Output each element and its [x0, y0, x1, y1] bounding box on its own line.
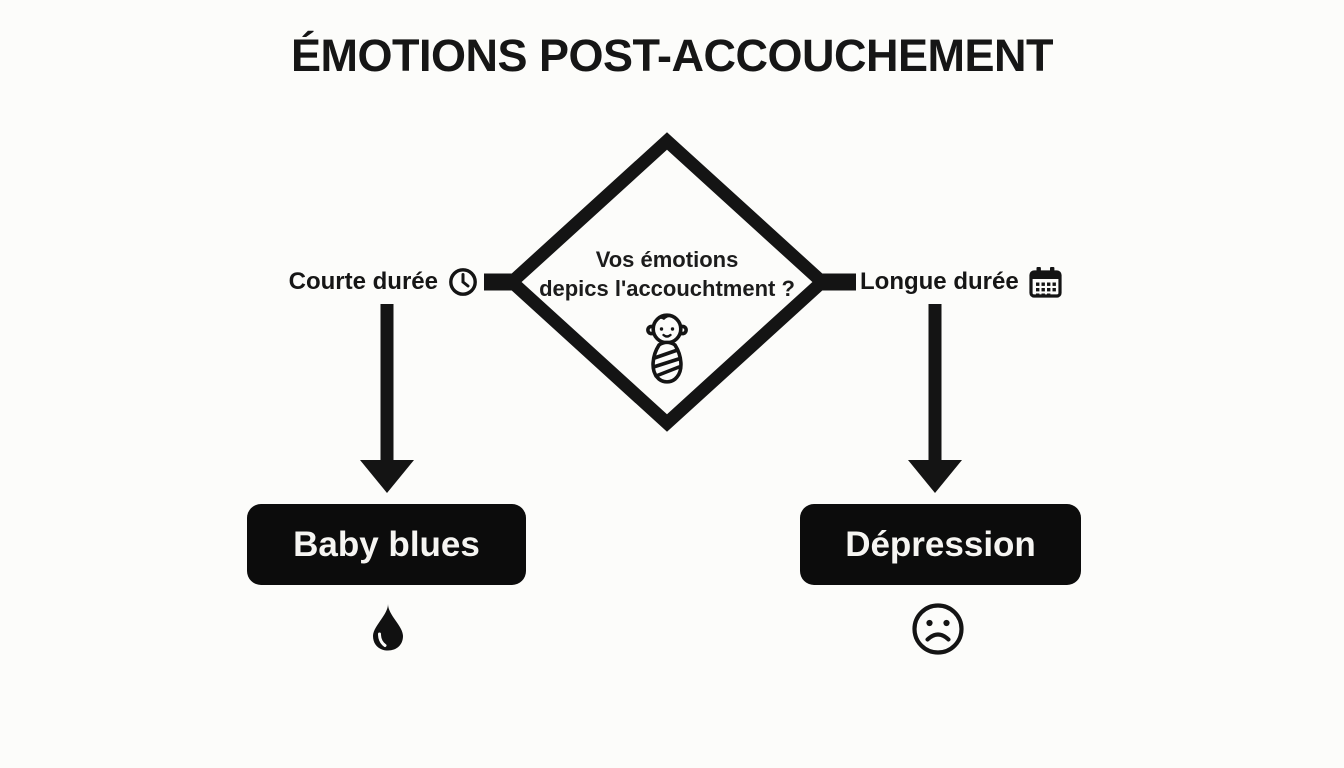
outcome-baby-blues-label: Baby blues	[293, 524, 480, 564]
condition-label-left: Courte durée	[289, 261, 479, 303]
outcome-box-baby-blues: Baby blues	[247, 504, 526, 585]
page-title: ÉMOTIONS POST-ACCOUCHEMENT	[290, 30, 1054, 81]
outcome-box-depression: Dépression	[800, 504, 1081, 585]
arrow-down-left	[360, 304, 414, 493]
decision-question: Vos émotions depics l'accouchtment ?	[517, 245, 817, 303]
condition-right-text: Longue durée	[860, 268, 1019, 295]
decision-question-line1: Vos émotions	[595, 247, 739, 272]
sad-face-icon	[910, 601, 966, 657]
swaddled-baby-icon	[638, 308, 696, 386]
clock-icon	[447, 266, 479, 298]
arrow-down-right	[908, 304, 962, 493]
condition-left-text: Courte durée	[288, 268, 438, 295]
teardrop-icon	[370, 602, 406, 652]
calendar-icon	[1028, 266, 1063, 299]
condition-label-right: Longue durée	[860, 261, 1063, 303]
decision-question-line2: depics l'accouchtment ?	[539, 276, 795, 301]
outcome-depression-label: Dépression	[845, 524, 1036, 564]
